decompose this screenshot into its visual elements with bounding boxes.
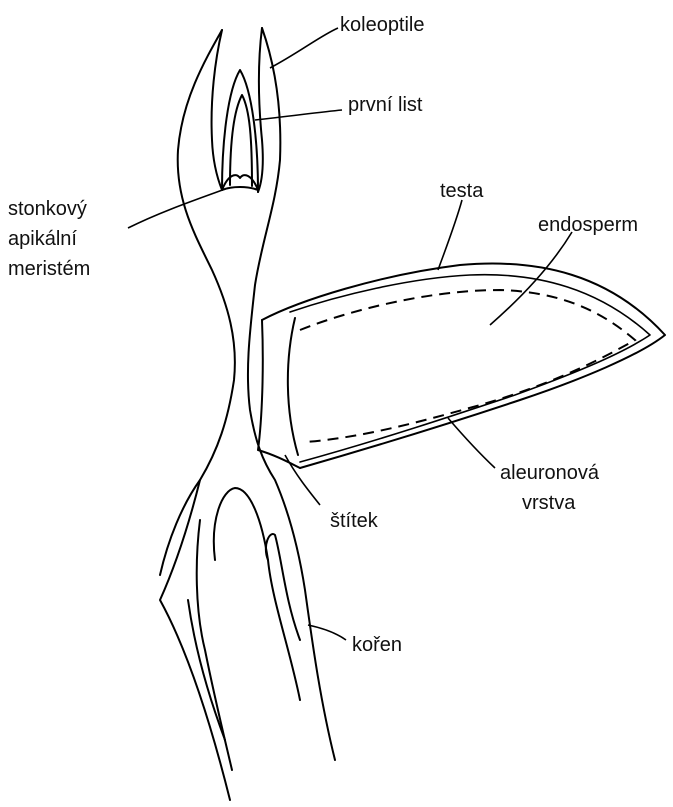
label-stonkovy-line1: stonkový — [8, 196, 87, 222]
label-testa: testa — [440, 178, 483, 204]
label-aleuronova-line1: aleuronová — [500, 460, 599, 486]
coleoptile-right — [258, 28, 263, 192]
leader-testa — [438, 200, 462, 270]
radicle-tip — [266, 534, 300, 640]
label-koren: kořen — [352, 632, 402, 658]
leader-stitek — [285, 455, 320, 505]
label-prvni-list: první list — [348, 92, 422, 118]
label-stonkovy-line3: meristém — [8, 256, 90, 282]
leader-koleoptile — [270, 28, 338, 68]
leader-prvni-list — [255, 110, 342, 120]
coleoptile-left — [212, 30, 222, 190]
label-koleoptile: koleoptile — [340, 12, 425, 38]
label-stitek: štítek — [330, 508, 378, 534]
first-leaf-inner — [230, 95, 252, 186]
aleurone-boundary — [288, 318, 298, 455]
scutellum-edge — [258, 320, 300, 468]
label-endosperm: endosperm — [538, 212, 638, 238]
label-stonkovy-line2: apikální — [8, 226, 77, 252]
leader-stonkovy — [128, 188, 228, 228]
leader-aleuronova — [448, 418, 495, 468]
testa-outer — [262, 264, 665, 468]
label-aleuronova-line2: vrstva — [522, 490, 575, 516]
testa-inner — [290, 275, 650, 462]
endosperm-boundary — [300, 290, 635, 442]
leader-koren — [308, 625, 346, 640]
